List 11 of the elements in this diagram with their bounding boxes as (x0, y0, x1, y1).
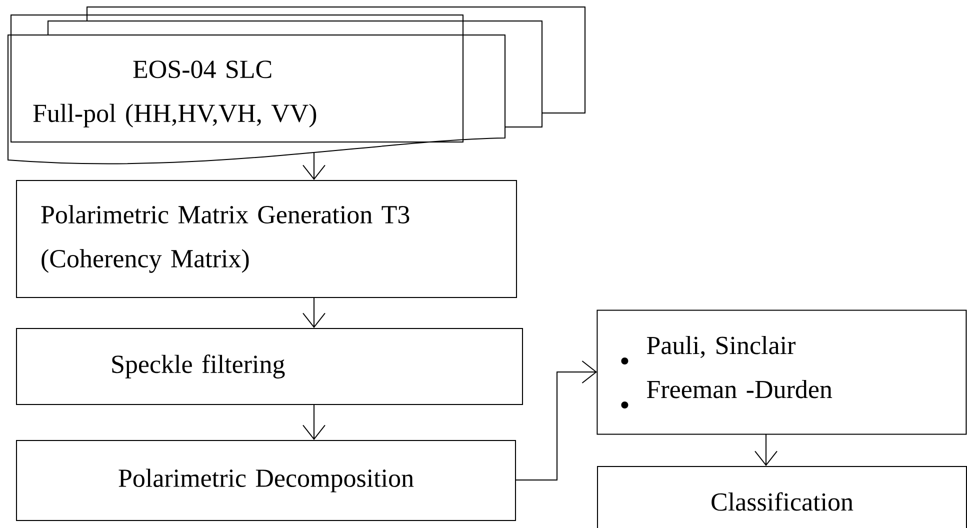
arrow (754, 434, 778, 466)
arrow (302, 404, 326, 440)
document-stack: EOS-04 SLC Full-pol (HH,HV,VH, VV) (8, 6, 586, 164)
arrow (302, 298, 326, 328)
process-box: Polarimetric Decomposition (16, 440, 516, 521)
arrow (516, 360, 597, 480)
process-box: Speckle filtering (16, 328, 523, 405)
process-box: Classification (597, 466, 967, 528)
process-box: Pauli, Sinclair Freeman -Durden (596, 310, 967, 435)
process-box: Polarimetric Matrix Generation T3 (Coherency Matrix) (16, 180, 517, 298)
arrow (302, 152, 326, 180)
